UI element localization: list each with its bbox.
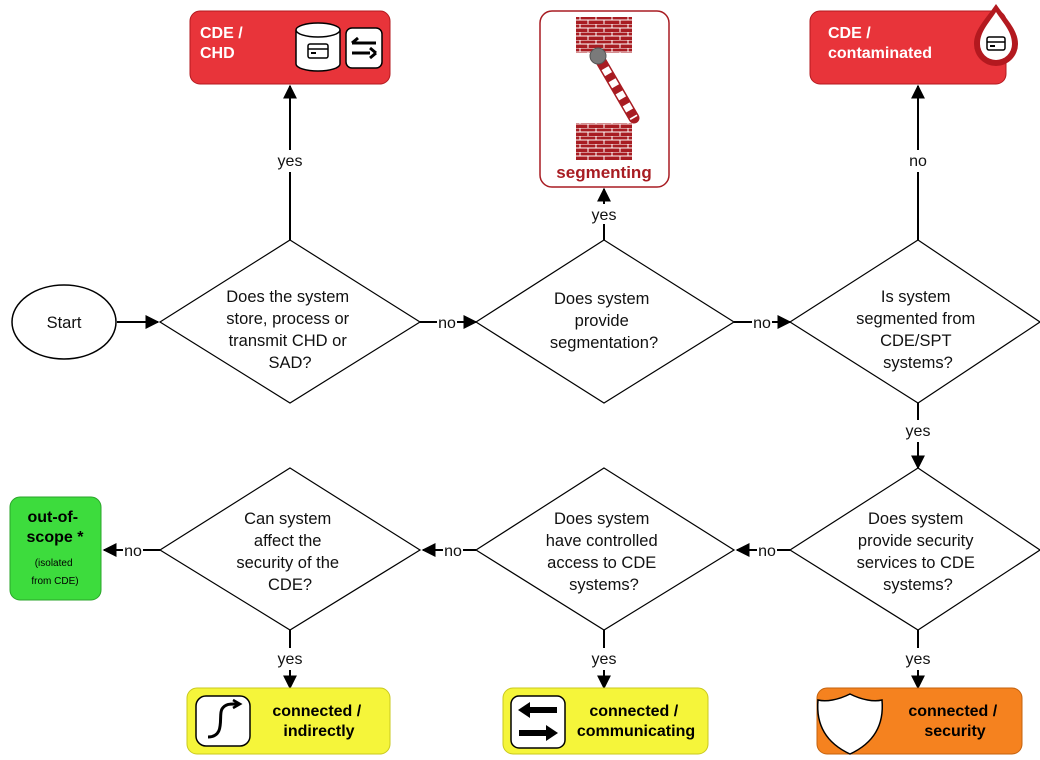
svg-text:connected / indirectly: connected / indirectly — [272, 703, 365, 740]
decision-q2: Does system provide segmentation? — [474, 239, 736, 404]
decision-q3: Is system segmented from CDE/SPT systems… — [788, 239, 1040, 404]
barrier-gate-icon — [576, 17, 640, 160]
start-label: Start — [47, 314, 82, 332]
outcome-connected-communicating: connected / communicating — [502, 687, 709, 755]
q2-line-1: Does system — [554, 290, 649, 308]
svg-text:Is system segmented from: Is system segmented from CDE/SPT systems… — [856, 288, 980, 372]
q5-line-3: access to CDE — [547, 554, 656, 572]
label-q1-yes: yes — [278, 153, 303, 170]
outcome-connected-indirectly: connected / indirectly — [186, 687, 391, 755]
connectors — [102, 84, 925, 690]
q1-line-2: store, process or — [226, 310, 349, 328]
svg-text:Does system provide: Does system provide segmentation? — [550, 290, 658, 352]
decision-q4: Does system provide security services to… — [788, 467, 1040, 631]
svg-text:Does the system store, p: Does the system store, process or transm… — [226, 288, 353, 372]
q1-line-1: Does the system — [226, 288, 349, 306]
outcome-cde-chd: CDE / CHD — [189, 10, 391, 85]
q6-line-2: affect the — [254, 532, 322, 550]
q4-line-3: services to CDE — [857, 554, 975, 572]
svg-text:connected / communicatin: connected / communicating — [577, 703, 695, 740]
label-q4-no: no — [758, 543, 776, 560]
connected-communicating-line-1: connected / — [589, 703, 678, 720]
transfer-arrows-icon — [345, 27, 383, 69]
q4-line-4: systems? — [883, 576, 953, 594]
start-node: Start — [11, 284, 117, 360]
outcome-cde-contaminated: CDE / contaminated — [809, 4, 1018, 85]
decision-q6: Can system affect the security of the CD… — [158, 467, 422, 631]
edge-labels: yes no yes no no yes yes no yes no yes n… — [124, 150, 934, 670]
cde-chd-line-1: CDE / — [200, 25, 243, 42]
out-of-scope-line-2: scope * — [27, 529, 85, 546]
connected-indirectly-line-2: indirectly — [283, 723, 354, 740]
svg-text:Can system affect the: Can system affect the security of the CD… — [236, 510, 343, 594]
q3-line-3: CDE/SPT — [880, 332, 951, 350]
outcome-segmenting: segmenting — [539, 10, 670, 188]
decision-q1: Does the system store, process or transm… — [158, 239, 422, 404]
connected-communicating-line-2: communicating — [577, 723, 695, 740]
svg-text:out-of- scope *: out-of- scope * — [27, 509, 85, 546]
q6-line-3: security of the — [236, 554, 339, 572]
decision-q5: Does system have controlled access to CD… — [474, 467, 736, 631]
label-q3-no: no — [909, 153, 927, 170]
transfer-arrows-icon-large — [510, 695, 566, 749]
svg-text:CDE / CHD: CDE / CHD — [200, 25, 247, 62]
q3-line-4: systems? — [883, 354, 953, 372]
label-q3-yes: yes — [906, 423, 931, 440]
out-of-scope-note-2: from CDE) — [31, 576, 78, 587]
connected-security-line-2: security — [924, 723, 985, 740]
curved-path-icon — [195, 695, 251, 747]
out-of-scope-line-1: out-of- — [27, 509, 78, 526]
q3-line-2: segmented from — [856, 310, 975, 328]
database-card-icon — [295, 22, 341, 72]
label-q6-no: no — [124, 543, 142, 560]
outcome-out-of-scope: out-of- scope * (isolated from CDE) — [9, 496, 102, 601]
out-of-scope-note-1: (isolated — [35, 558, 73, 569]
q6-line-1: Can system — [244, 510, 331, 528]
blood-drop-card-icon — [974, 4, 1018, 66]
label-q2-yes: yes — [592, 207, 617, 224]
svg-text:Does system have control: Does system have controlled access to CD… — [546, 510, 663, 594]
q4-line-1: Does system — [868, 510, 963, 528]
cde-contaminated-line-1: CDE / — [828, 25, 871, 42]
connected-security-line-1: connected / — [908, 703, 997, 720]
label-q5-no: no — [444, 543, 462, 560]
label-q6-yes: yes — [278, 651, 303, 668]
q5-line-1: Does system — [554, 510, 649, 528]
q1-line-3: transmit CHD or — [229, 332, 348, 350]
q3-line-1: Is system — [881, 288, 951, 306]
q5-line-4: systems? — [569, 576, 639, 594]
q1-line-4: SAD? — [268, 354, 311, 372]
label-q5-yes: yes — [592, 651, 617, 668]
svg-text:CDE / contaminated: CDE / contaminated — [828, 25, 932, 62]
q2-line-2: provide — [575, 312, 629, 330]
label-q2-no: no — [753, 315, 771, 332]
q4-line-2: provide security — [858, 532, 974, 550]
svg-text:(isolated from CDE): (isolated from CDE) — [31, 558, 78, 587]
label-q4-yes: yes — [906, 651, 931, 668]
svg-text:connected / security: connected / security — [908, 703, 1001, 740]
cde-chd-line-2: CHD — [200, 45, 235, 62]
svg-text:Does system provide secu: Does system provide security services to… — [857, 510, 980, 594]
segmenting-label: segmenting — [556, 163, 651, 182]
q6-line-4: CDE? — [268, 576, 312, 594]
cde-contaminated-line-2: contaminated — [828, 45, 932, 62]
connected-indirectly-line-1: connected / — [272, 703, 361, 720]
q5-line-2: have controlled — [546, 532, 658, 550]
label-q1-no: no — [438, 315, 456, 332]
outcome-connected-security: connected / security — [816, 687, 1023, 755]
q2-line-3: segmentation? — [550, 334, 658, 352]
shield-icon — [816, 693, 884, 755]
